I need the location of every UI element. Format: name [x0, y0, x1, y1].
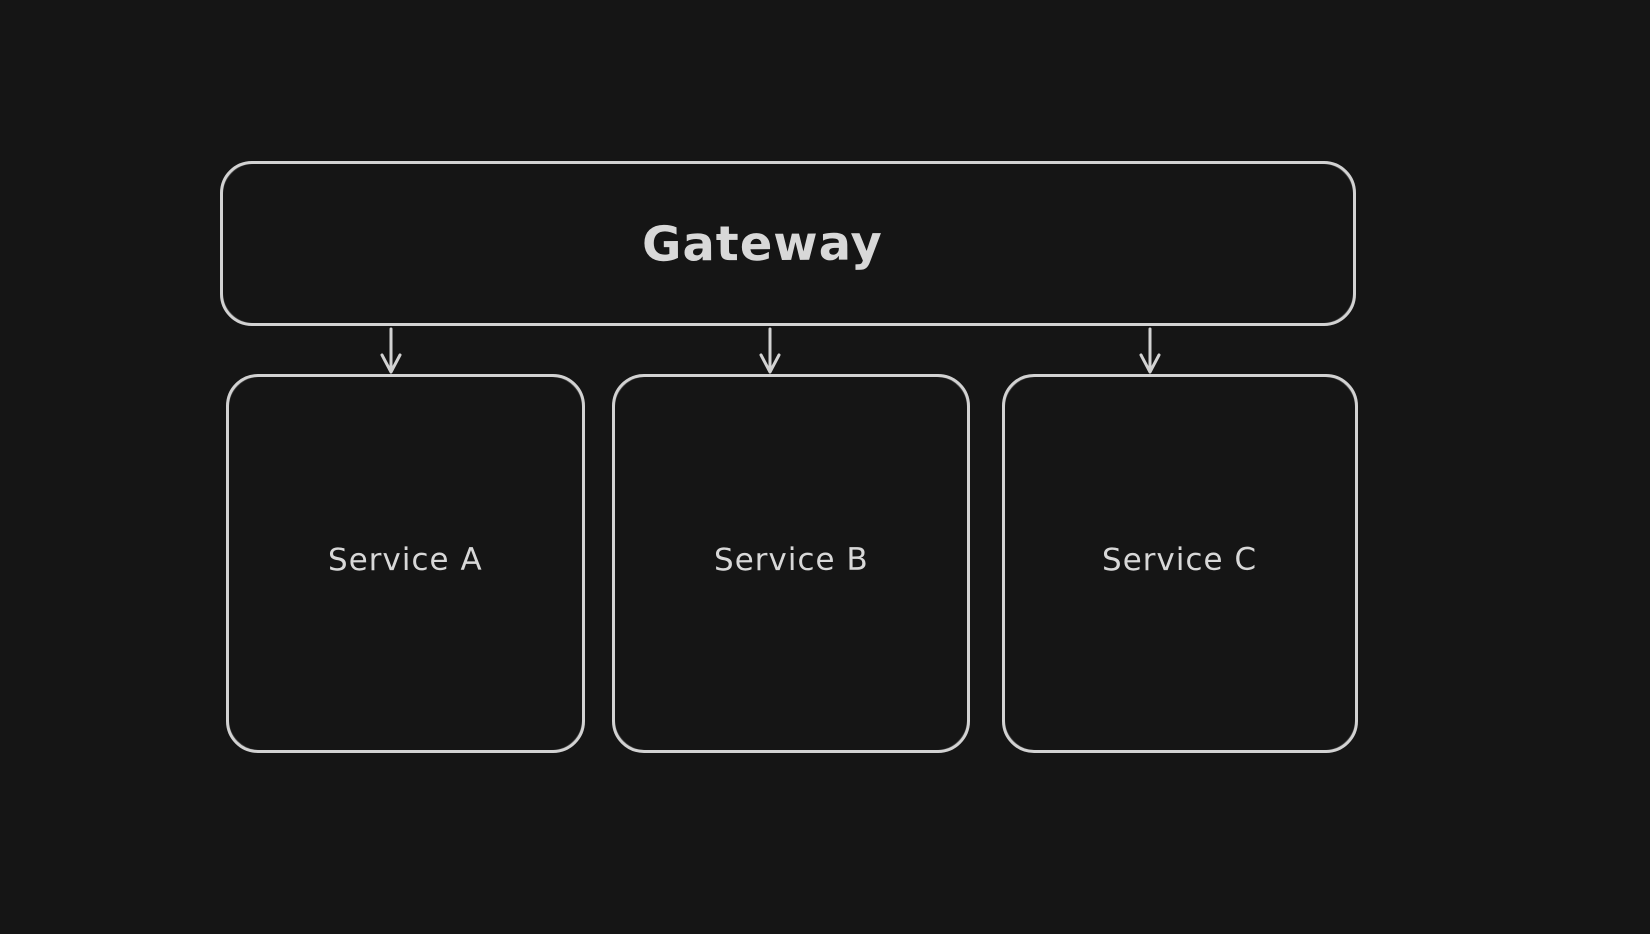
node-service-a-label: Service A: [328, 541, 483, 578]
node-service-b[interactable]: Service B: [612, 374, 970, 753]
arrow-gateway-to-service-b-icon[interactable]: [754, 327, 786, 377]
arrow-gateway-to-service-a-icon[interactable]: [375, 327, 407, 377]
node-gateway-label: Gateway: [641, 214, 883, 273]
arrow-gateway-to-service-c-icon[interactable]: [1134, 327, 1166, 377]
node-service-c-label: Service C: [1102, 541, 1258, 578]
node-service-c[interactable]: Service C: [1002, 374, 1358, 753]
node-service-b-label: Service B: [713, 541, 869, 578]
node-gateway[interactable]: Gateway: [220, 161, 1356, 326]
node-service-a[interactable]: Service A: [226, 374, 585, 753]
